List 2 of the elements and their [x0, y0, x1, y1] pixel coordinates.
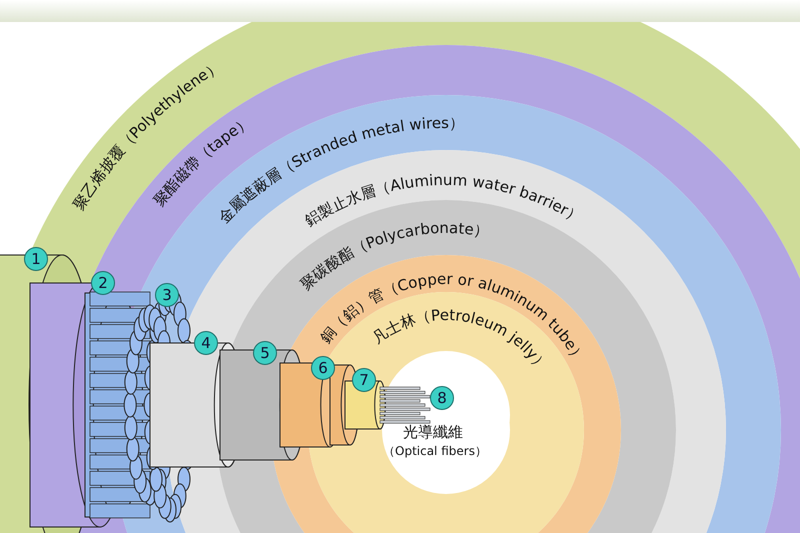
part-label: 光導纖維: [403, 423, 463, 442]
part-label: （Optical fibers）: [383, 443, 487, 460]
